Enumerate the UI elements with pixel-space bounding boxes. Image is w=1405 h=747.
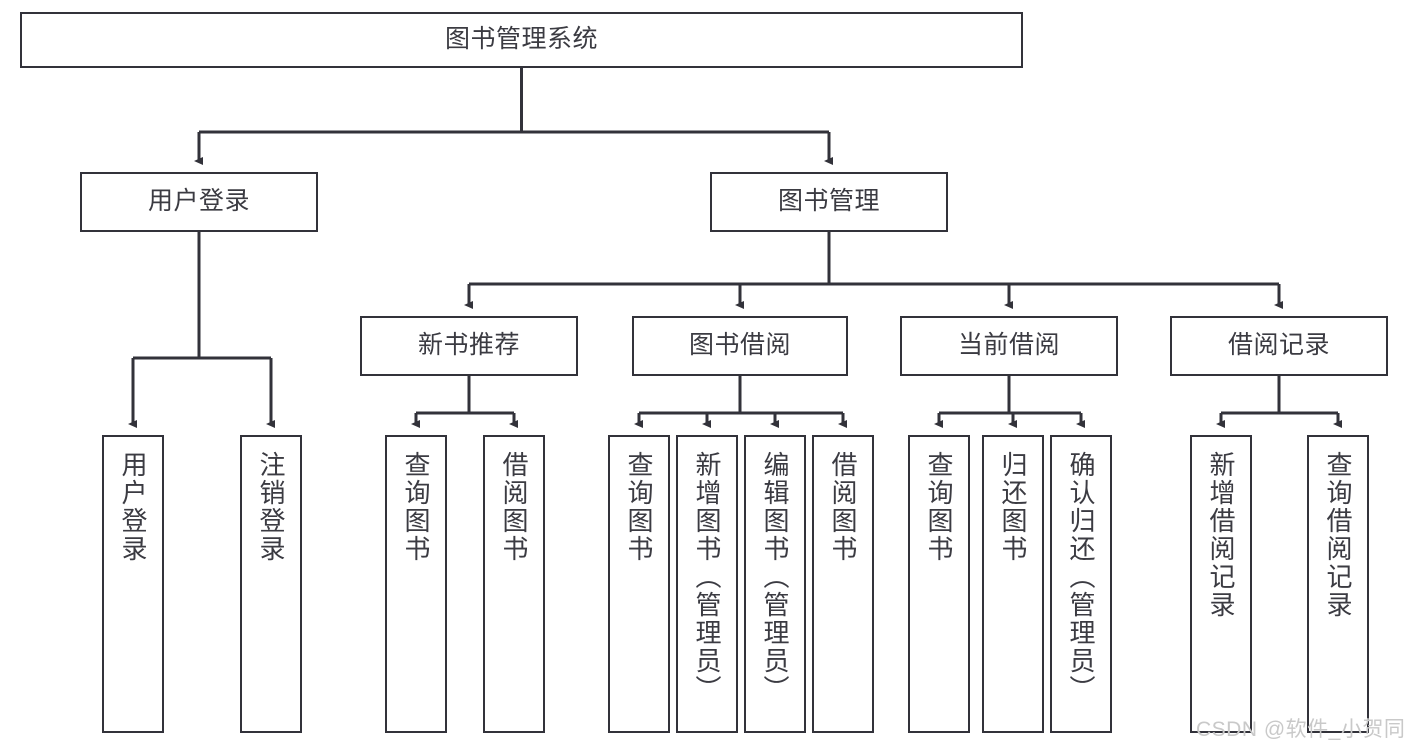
node-b-lend[interactable]: 借阅图书 (812, 435, 874, 733)
node-newbook[interactable]: 新书推荐 (360, 316, 578, 376)
node-label-current: 当前借阅 (957, 331, 1060, 360)
node-label-b-edit: 编辑图书（管理员） (760, 451, 790, 703)
node-borrow[interactable]: 图书借阅 (632, 316, 848, 376)
node-c-confirm[interactable]: 确认归还（管理员） (1050, 435, 1112, 733)
node-label-r-add: 新增借阅记录 (1206, 451, 1236, 619)
node-label-n-borrow: 借阅图书 (499, 451, 529, 563)
node-l-login[interactable]: 用户登录 (102, 435, 164, 733)
node-label-n-query: 查询图书 (401, 451, 431, 563)
node-label-b-lend: 借阅图书 (828, 451, 858, 563)
node-label-borrow: 图书借阅 (688, 331, 791, 360)
node-n-query[interactable]: 查询图书 (385, 435, 447, 733)
node-l-logout[interactable]: 注销登录 (240, 435, 302, 733)
node-current[interactable]: 当前借阅 (900, 316, 1118, 376)
node-c-return[interactable]: 归还图书 (982, 435, 1044, 733)
node-b-query[interactable]: 查询图书 (608, 435, 670, 733)
node-label-c-return: 归还图书 (998, 451, 1028, 563)
node-label-records: 借阅记录 (1227, 331, 1330, 360)
node-label-c-query: 查询图书 (924, 451, 954, 563)
node-bookmgmt[interactable]: 图书管理 (710, 172, 948, 232)
node-b-edit[interactable]: 编辑图书（管理员） (744, 435, 806, 733)
node-records[interactable]: 借阅记录 (1170, 316, 1388, 376)
node-root[interactable]: 图书管理系统 (20, 12, 1023, 68)
node-label-root: 图书管理系统 (444, 25, 598, 54)
node-label-bookmgmt: 图书管理 (777, 187, 880, 216)
node-label-b-add: 新增图书（管理员） (692, 451, 722, 703)
node-label-b-query: 查询图书 (624, 451, 654, 563)
node-b-add[interactable]: 新增图书（管理员） (676, 435, 738, 733)
node-label-l-login: 用户登录 (118, 451, 148, 563)
node-label-newbook: 新书推荐 (417, 331, 520, 360)
node-label-l-logout: 注销登录 (256, 451, 286, 563)
node-label-login: 用户登录 (147, 187, 250, 216)
node-n-borrow[interactable]: 借阅图书 (483, 435, 545, 733)
node-r-add[interactable]: 新增借阅记录 (1190, 435, 1252, 733)
node-label-r-query: 查询借阅记录 (1323, 451, 1353, 619)
node-label-c-confirm: 确认归还（管理员） (1066, 451, 1096, 703)
node-login[interactable]: 用户登录 (80, 172, 318, 232)
node-c-query[interactable]: 查询图书 (908, 435, 970, 733)
node-r-query[interactable]: 查询借阅记录 (1307, 435, 1369, 733)
watermark-text: CSDN @软件_小贺同学 (1196, 718, 1405, 741)
